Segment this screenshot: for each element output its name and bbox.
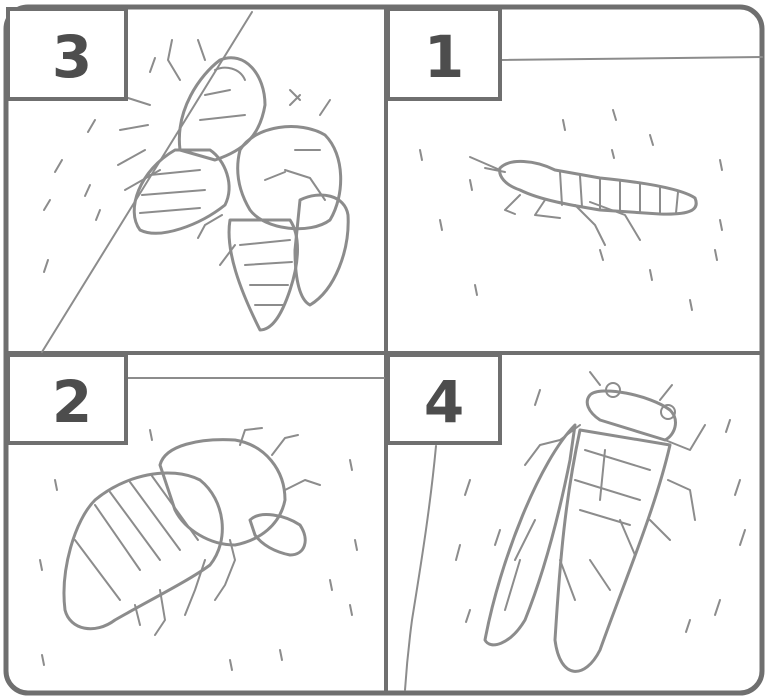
panel-number: 4 bbox=[424, 368, 464, 436]
panel-number: 1 bbox=[424, 23, 464, 91]
panel-number: 2 bbox=[52, 368, 92, 436]
panel-number: 3 bbox=[52, 23, 92, 91]
